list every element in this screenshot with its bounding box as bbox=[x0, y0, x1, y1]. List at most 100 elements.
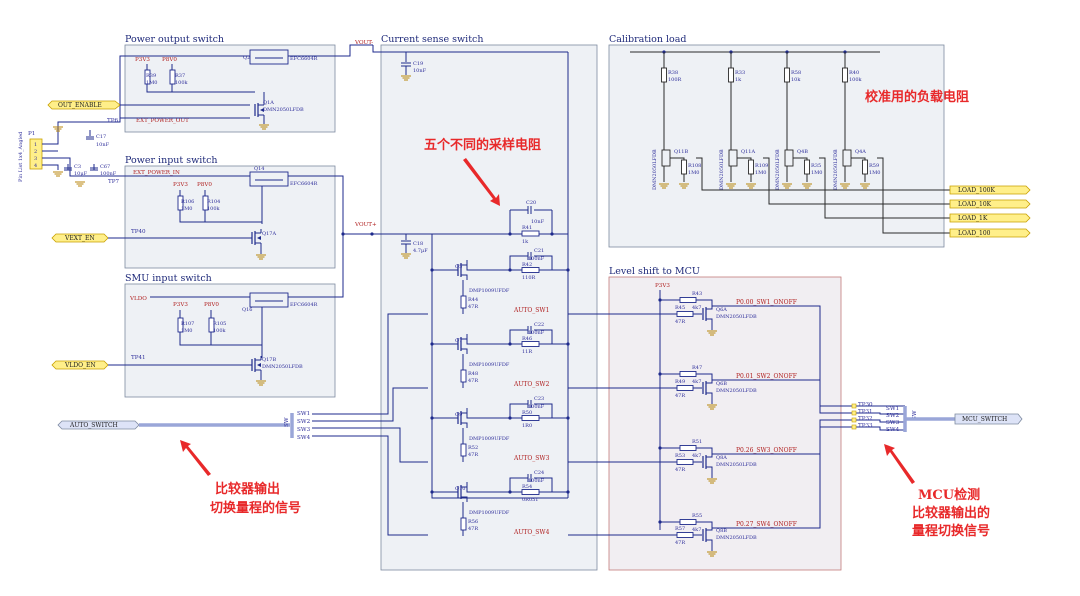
svg-text:DMN2050LFDB: DMN2050LFDB bbox=[775, 149, 781, 190]
svg-text:R50: R50 bbox=[522, 410, 532, 416]
svg-text:DMN2050LFDB: DMN2050LFDB bbox=[652, 149, 658, 190]
svg-text:TP31: TP31 bbox=[858, 409, 873, 415]
svg-text:Q11A: Q11A bbox=[741, 149, 755, 155]
port-out-enable: OUT_ENABLE bbox=[47, 100, 121, 110]
port-vext-en: VEXT_EN bbox=[51, 233, 109, 243]
net-auto_sw3: AUTO_SW3 bbox=[513, 455, 550, 462]
vout-plus-flag: VOUT+ bbox=[354, 222, 377, 228]
svg-text:1M0: 1M0 bbox=[688, 170, 699, 176]
mosfet-q16: Q16 EFC6604R bbox=[242, 292, 318, 313]
svg-text:R57: R57 bbox=[675, 526, 685, 532]
svg-text:P3V3: P3V3 bbox=[173, 182, 188, 188]
level-shift-4: R554k7R5747RQ8BDMN2050LFDBP0.27_SW4_ONOF… bbox=[568, 424, 905, 557]
svg-text:R58: R58 bbox=[791, 70, 801, 76]
svg-text:100R: 100R bbox=[668, 77, 682, 83]
svg-text:1M0: 1M0 bbox=[755, 170, 766, 176]
annotation-mcu-2: 比较器输出的 bbox=[912, 505, 990, 521]
mosfet-q17a: Q17A bbox=[251, 228, 276, 248]
svg-text:Q2: Q2 bbox=[243, 55, 250, 61]
svg-text:R107: R107 bbox=[181, 321, 194, 327]
svg-text:11R: 11R bbox=[522, 349, 532, 355]
svg-text:OUT_ENABLE: OUT_ENABLE bbox=[58, 102, 102, 109]
svg-text:R37: R37 bbox=[175, 73, 185, 79]
svg-text:3: 3 bbox=[34, 156, 37, 162]
svg-text:R45: R45 bbox=[675, 305, 685, 311]
svg-text:R55: R55 bbox=[692, 513, 702, 519]
svg-text:Q5: Q5 bbox=[455, 264, 462, 270]
net-auto_sw2: AUTO_SW2 bbox=[513, 381, 550, 388]
svg-text:R109: R109 bbox=[755, 163, 768, 169]
svg-text:R52: R52 bbox=[468, 445, 478, 451]
p3v3-flag-2: P3V3 bbox=[655, 283, 670, 289]
svg-text:Q14: Q14 bbox=[254, 166, 264, 172]
mosfet-q1a: Q1A DMN2050LFDB bbox=[254, 100, 304, 120]
res-r58 bbox=[784, 67, 790, 83]
svg-text:AUTO_SWITCH: AUTO_SWITCH bbox=[69, 422, 118, 429]
svg-text:P1: P1 bbox=[28, 131, 35, 137]
svg-text:Q6B: Q6B bbox=[716, 381, 727, 387]
annotation-mcu-3: 量程切换信号 bbox=[912, 523, 990, 539]
svg-text:Q9: Q9 bbox=[455, 412, 462, 418]
svg-text:SW1: SW1 bbox=[297, 411, 310, 417]
svg-text:P8V0: P8V0 bbox=[197, 182, 212, 188]
svg-text:Q7: Q7 bbox=[455, 338, 462, 344]
svg-text:4k7: 4k7 bbox=[692, 305, 701, 311]
tp40-label: TP40 bbox=[131, 229, 146, 235]
svg-text:4k7: 4k7 bbox=[692, 527, 701, 533]
svg-text:MCU_SWITCH: MCU_SWITCH bbox=[962, 416, 1007, 423]
svg-text:DMN2050LFDB: DMN2050LFDB bbox=[719, 149, 725, 190]
svg-text:100nF: 100nF bbox=[100, 171, 117, 177]
port-vldo: VLDO bbox=[129, 296, 147, 302]
arrow-sense bbox=[463, 158, 500, 206]
svg-text:DMP1009UFDF: DMP1009UFDF bbox=[469, 362, 510, 368]
svg-text:C20: C20 bbox=[526, 200, 536, 206]
svg-text:10nF: 10nF bbox=[531, 219, 545, 225]
svg-text:110R: 110R bbox=[522, 275, 536, 281]
svg-text:R42: R42 bbox=[522, 262, 532, 268]
svg-text:R56: R56 bbox=[468, 519, 478, 525]
smu-input-title: SMU input switch bbox=[125, 273, 212, 284]
svg-text:P3V3: P3V3 bbox=[173, 302, 188, 308]
svg-text:DMP1009UFDF: DMP1009UFDF bbox=[469, 436, 510, 442]
power-input-block bbox=[124, 165, 336, 269]
svg-text:0R051: 0R051 bbox=[522, 497, 539, 503]
svg-text:47R: 47R bbox=[468, 526, 478, 532]
svg-text:47R: 47R bbox=[675, 319, 685, 325]
svg-text:47R: 47R bbox=[468, 452, 478, 458]
svg-text:C17: C17 bbox=[96, 134, 106, 140]
svg-text:R39: R39 bbox=[146, 73, 156, 79]
svg-text:LOAD_1K: LOAD_1K bbox=[958, 215, 988, 222]
svg-text:Q1A: Q1A bbox=[263, 100, 274, 106]
svg-text:TP32: TP32 bbox=[858, 416, 873, 422]
net-p0_01: P0.01_SW2_ONOFF bbox=[736, 373, 797, 380]
svg-text:100nF: 100nF bbox=[528, 256, 545, 262]
svg-text:SW3: SW3 bbox=[886, 420, 900, 426]
svg-text:P8V0: P8V0 bbox=[204, 302, 219, 308]
svg-text:4k7: 4k7 bbox=[692, 379, 701, 385]
mosfet-q17b: Q17B DMN2050LFDB bbox=[251, 355, 303, 375]
svg-text:SW2: SW2 bbox=[886, 413, 900, 419]
tp6-label: TP6 bbox=[107, 118, 118, 124]
svg-text:R51: R51 bbox=[692, 439, 702, 445]
cap-c17: C17 10nF bbox=[86, 130, 110, 148]
svg-text:C67: C67 bbox=[100, 164, 110, 170]
res-r35 bbox=[804, 159, 810, 175]
cap-c3: C3 10µF bbox=[64, 164, 88, 177]
svg-text:VLDO: VLDO bbox=[129, 296, 147, 302]
svg-text:DMP1009UFDF: DMP1009UFDF bbox=[469, 288, 510, 294]
res-r40 bbox=[842, 67, 848, 83]
svg-text:C24: C24 bbox=[534, 470, 544, 476]
current-sense-block bbox=[380, 44, 598, 571]
port-load-10k: LOAD_10K bbox=[949, 199, 1031, 209]
svg-text:Q11B: Q11B bbox=[674, 149, 688, 155]
svg-text:47R: 47R bbox=[468, 378, 478, 384]
svg-text:VLDO_EN: VLDO_EN bbox=[64, 362, 96, 369]
svg-text:R35: R35 bbox=[811, 163, 821, 169]
svg-text:2: 2 bbox=[34, 149, 37, 155]
svg-text:LOAD_10K: LOAD_10K bbox=[958, 201, 992, 208]
svg-text:EFC6604R: EFC6604R bbox=[290, 302, 318, 308]
